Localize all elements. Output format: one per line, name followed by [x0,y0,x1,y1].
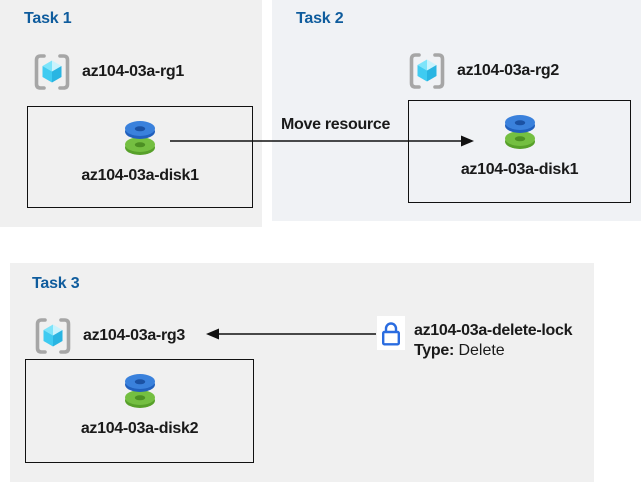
task2-title: Task 2 [296,10,344,27]
arrow-left-icon [206,328,376,340]
resource-group-icon [32,315,74,357]
disk-label: az104-03a-disk1 [460,161,579,178]
disk-icon [117,118,163,158]
task1-panel: Task 1 az104-03a-rg1 [0,0,262,227]
lock-icon [379,319,403,347]
task2-resource-box: az104-03a-disk1 [408,100,631,203]
disk-label: az104-03a-disk2 [80,420,199,437]
resource-group-label: az104-03a-rg1 [82,63,184,80]
lock-type-label: Type: [414,342,454,359]
task1-title: Task 1 [24,10,72,27]
lock-figure [377,316,405,350]
resource-group-label: az104-03a-rg2 [457,62,559,79]
disk-icon [117,371,163,411]
lock-name: az104-03a-delete-lock [414,322,573,339]
task1-resource-group: az104-03a-rg1 [31,51,184,93]
lock-type-line: Type: Delete [414,342,505,359]
resource-group-icon [31,51,73,93]
task3-resource-box: az104-03a-disk2 [25,359,254,463]
resource-group-label: az104-03a-rg3 [83,327,185,344]
lock-type-value: Delete [458,342,505,359]
lock-label-block: az104-03a-delete-lock Type: Delete [414,321,573,361]
task1-resource-box: az104-03a-disk1 [27,106,253,208]
move-arrow-label: Move resource [281,116,391,133]
task3-title: Task 3 [32,275,80,292]
disk-icon [497,112,543,152]
arrow-right-icon [170,135,474,147]
task3-panel: Task 3 az104-03a-rg3 [10,263,594,482]
disk-label: az104-03a-disk1 [81,167,199,184]
task2-resource-group: az104-03a-rg2 [406,50,559,92]
task2-panel: Task 2 az104-03a-rg2 [272,0,641,221]
resource-group-icon [406,50,448,92]
task3-resource-group: az104-03a-rg3 [32,315,185,357]
